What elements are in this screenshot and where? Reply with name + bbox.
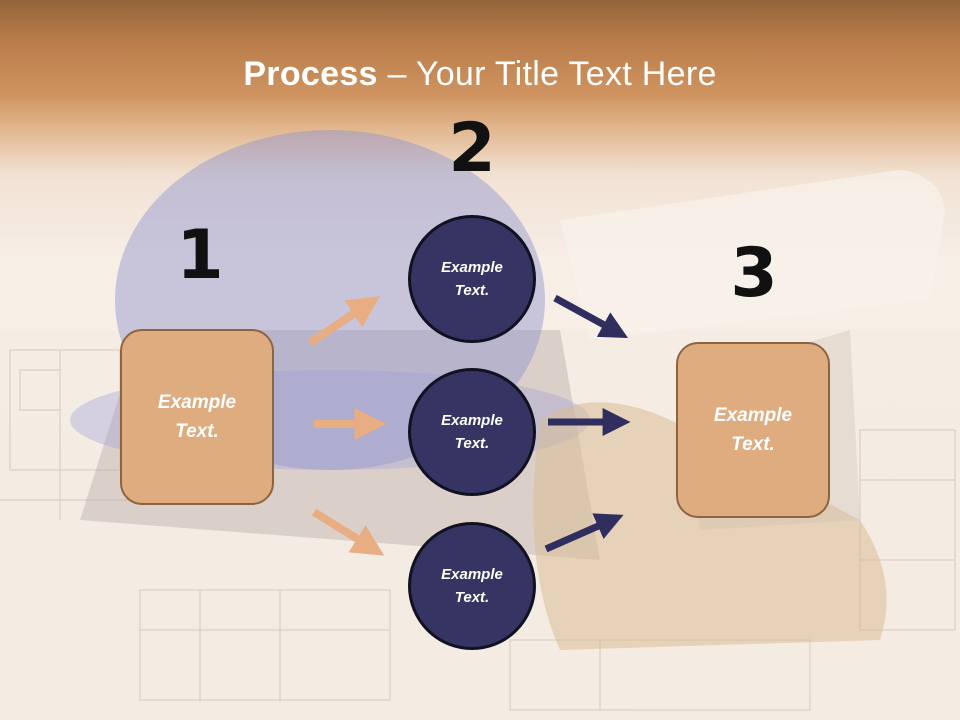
step-number-3: 3 (730, 234, 778, 313)
navy-arrow-down (553, 294, 629, 339)
title-rest: – Your Title Text Here (377, 55, 717, 93)
step-1-label: Example Text. (157, 392, 237, 442)
slide-title: Process – Your Title Text Here (0, 55, 960, 94)
circle-bottom-label: Example Text. (441, 566, 503, 606)
step-number-1: 1 (176, 216, 224, 295)
step-3-label: Example Text. (713, 405, 793, 455)
circle-top-label: Example Text. (441, 259, 503, 299)
step-number-2: 2 (448, 109, 496, 188)
step-2-circle-top: Example Text. (408, 215, 536, 343)
step-2-circle-middle: Example Text. (408, 368, 536, 496)
step-2-circle-bottom: Example Text. (408, 522, 536, 650)
circle-middle-label: Example Text. (441, 412, 503, 452)
orange-arrow-up (307, 295, 380, 347)
navy-arrow-up (544, 513, 624, 553)
step-3-box: Example Text. (676, 342, 830, 518)
title-bold: Process (243, 55, 378, 93)
orange-arrow-down (311, 508, 385, 556)
step-1-box: Example Text. (120, 329, 274, 505)
